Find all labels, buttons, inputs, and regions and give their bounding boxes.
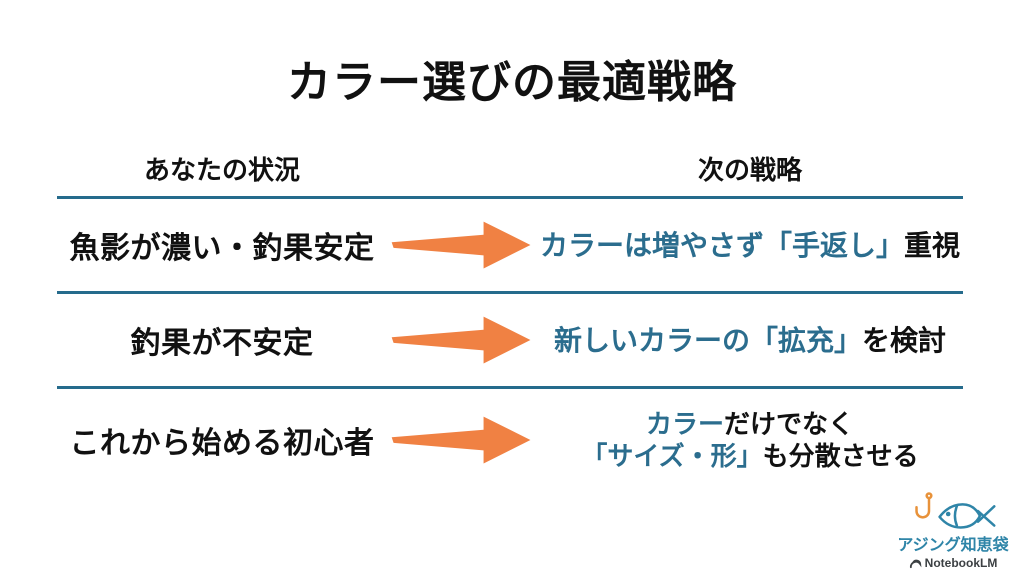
strategy-table: あなたの状況 次の戦略 魚影が濃い・釣果安定 カラーは増やさず「手返し」重視 釣… [57,140,963,491]
strategy-rest: を検討 [862,324,947,356]
arrow-right-icon [391,316,531,364]
situation-label: 魚影が濃い・釣果安定 [69,232,375,265]
strategy-label: カラーだけでなく 「サイズ・形」も分散させる [537,408,963,473]
strategy-rest: だけでなく [724,408,855,439]
table-row: 釣果が不安定 新しいカラーの「拡充」を検討 [57,294,963,389]
brand-logo: アジング知恵袋 NotebookLM [892,490,1014,570]
arrow-right-icon [391,221,531,269]
situation-label: 釣果が不安定 [130,327,314,360]
strategy-line-1: カラーだけでなく [537,408,963,441]
page-title: カラー選びの最適戦略 [287,58,737,107]
attribution: NotebookLM [892,556,1014,570]
table-row: これから始める初心者 カラーだけでなく 「サイズ・形」も分散させる [57,389,963,491]
strategy-rest: 重視 [904,229,961,261]
strategy-label: 新しいカラーの「拡充」を検討 [537,323,963,358]
strategy-label: カラーは増やさず「手返し」重視 [537,228,963,263]
strategy-highlight: 「サイズ・形」 [581,441,763,471]
header-strategy: 次の戦略 [697,154,802,185]
strategy-highlight: 新しいカラーの「拡充」 [553,324,862,356]
fishing-hook-icon [915,492,933,519]
arrow-right-icon [391,416,531,464]
strategy-highlight: カラーは増やさず「手返し」 [539,229,904,261]
arrow-cell [387,410,537,470]
strategy-line-2: 「サイズ・形」も分散させる [537,440,963,473]
table-row: 魚影が濃い・釣果安定 カラーは増やさず「手返し」重視 [57,199,963,294]
header-situation: あなたの状況 [143,154,300,185]
arrow-cell [387,215,537,275]
strategy-rest: も分散させる [762,441,919,471]
brand-name: アジング知恵袋 [897,537,1009,555]
situation-label: これから始める初心者 [69,427,375,460]
attribution-text: NotebookLM [924,556,998,570]
notebooklm-icon [909,559,922,568]
arrow-cell [387,310,537,370]
strategy-highlight: カラー [645,408,724,439]
table-header-row: あなたの状況 次の戦略 [57,140,963,199]
fish-logo-icon [915,492,996,529]
